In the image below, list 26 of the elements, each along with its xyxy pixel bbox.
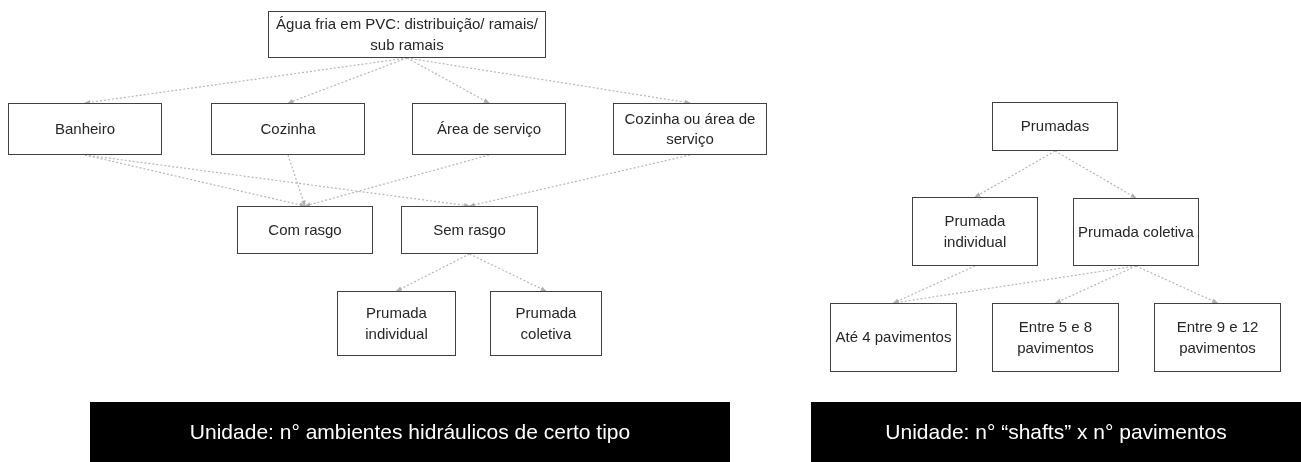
arrow [468,253,547,292]
process-box: Cozinha [211,103,365,155]
arrow [287,154,306,207]
process-box: Banheiro [8,103,162,155]
arrow [892,265,976,304]
process-box: Prumadas [992,102,1118,151]
process-box: Prumada coletiva [490,291,602,356]
arrow [395,253,471,292]
process-box: Prumada coletiva [1073,198,1199,266]
arrow [1135,265,1219,304]
process-box: Prumada individual [912,197,1038,266]
unit-banner: Unidade: n° “shafts” x n° pavimentos [811,402,1301,462]
arrow [1054,265,1137,304]
arrow [287,57,408,104]
arrow [974,150,1056,198]
process-box: Até 4 pavimentos [830,303,957,372]
process-box: Entre 5 e 8 pavimentos [992,303,1119,372]
process-box: Área de serviço [412,103,566,155]
arrow [1054,150,1137,199]
process-box: Prumada individual [337,291,456,356]
process-box: Entre 9 e 12 pavimentos [1154,303,1281,372]
unit-banner: Unidade: n° ambientes hidráulicos de certo tipo [90,402,730,462]
process-box: Cozinha ou área de serviço [613,103,767,155]
process-box: Água fria em PVC: distribuição/ ramais/ sub ramais [268,11,546,58]
process-box: Com rasgo [237,206,373,254]
process-box: Sem rasgo [401,206,538,254]
